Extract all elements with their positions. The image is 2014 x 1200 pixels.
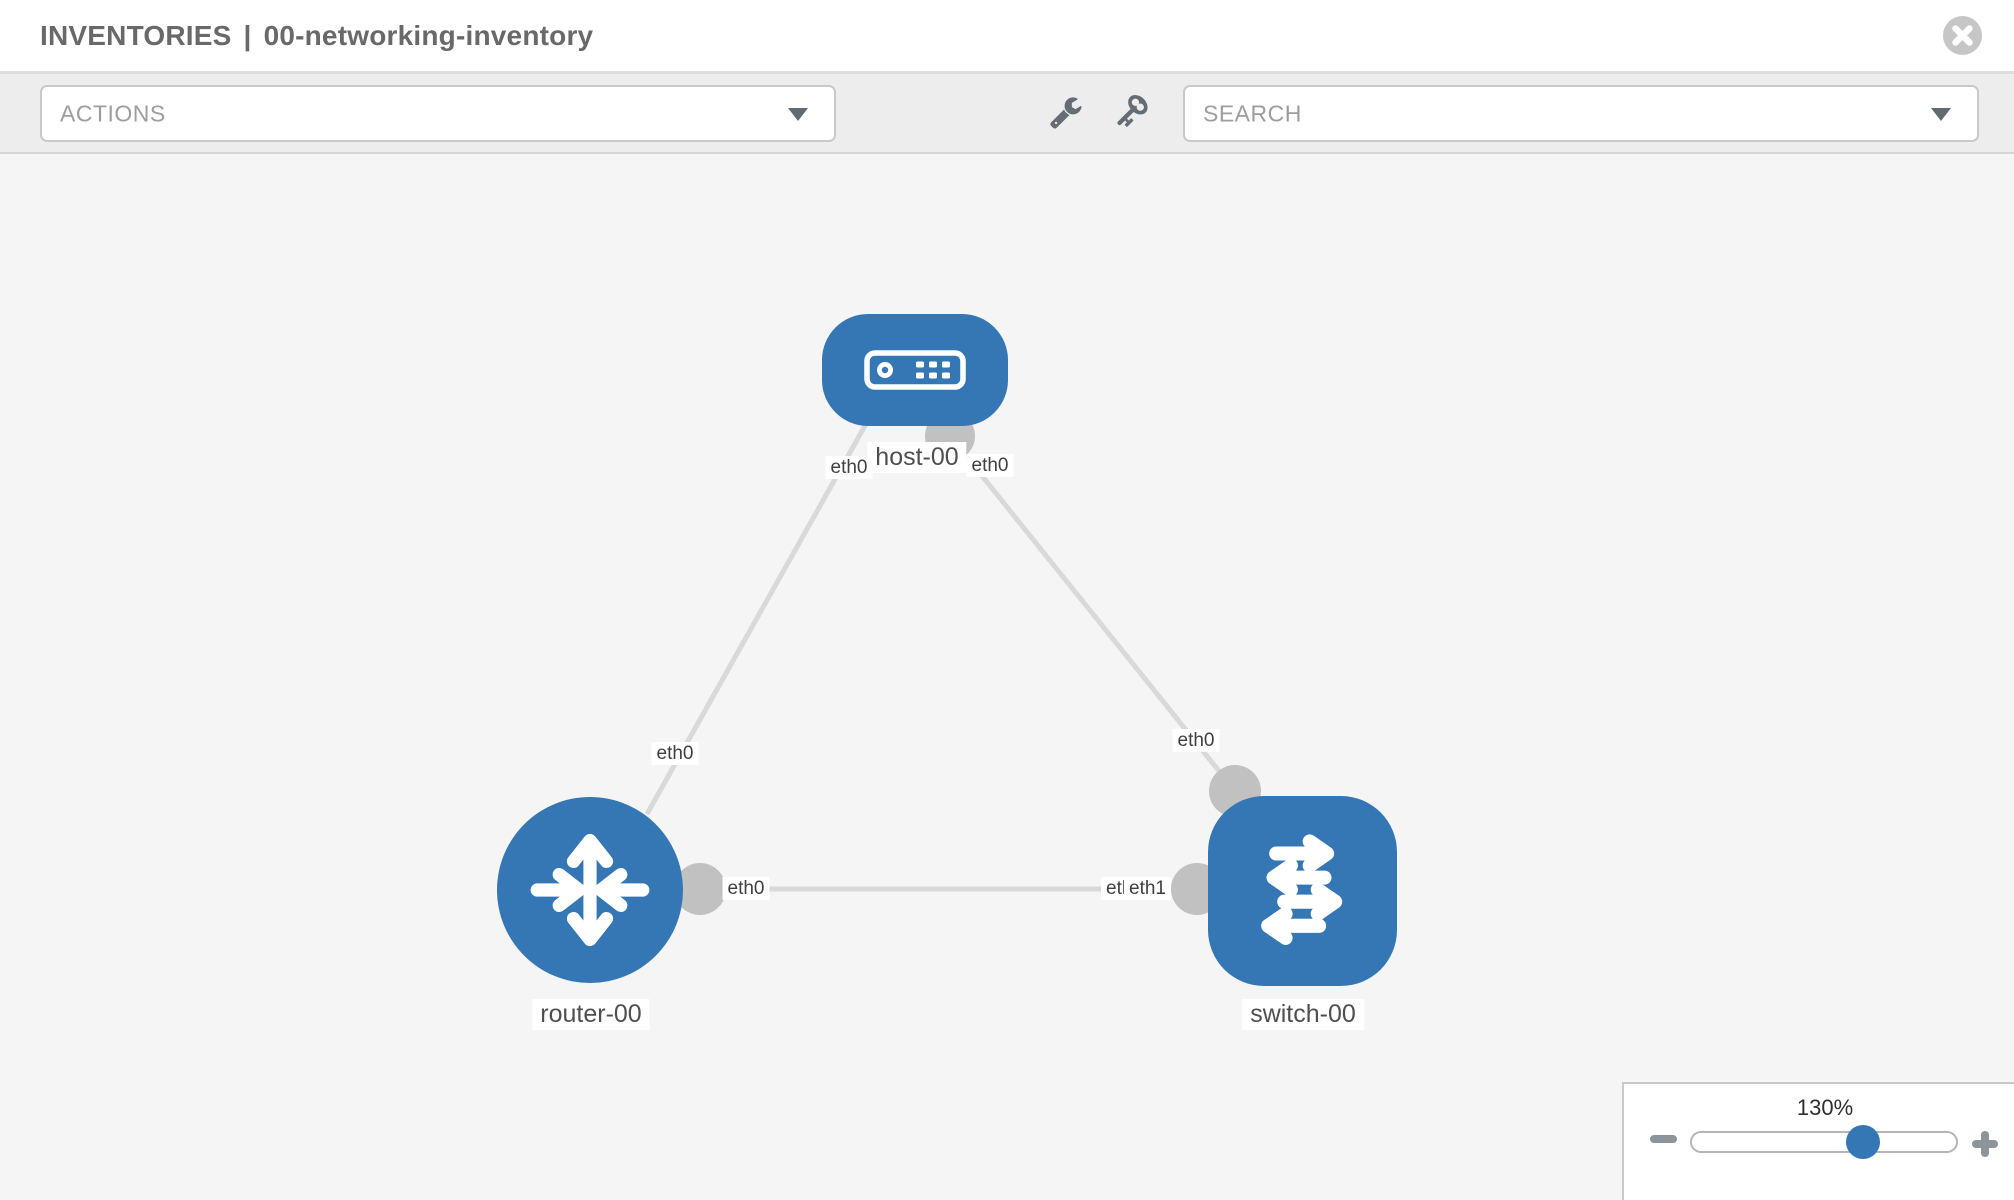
configure-tools-button[interactable]: [1044, 89, 1090, 135]
router-icon: [530, 833, 650, 947]
zoom-slider-thumb[interactable]: [1846, 1125, 1880, 1159]
interface-label-host-eth0-left: eth0: [825, 456, 873, 479]
interface-label-router-eth0-top: eth0: [651, 742, 699, 765]
interface-circle-router-eth0[interactable]: [674, 863, 726, 915]
credentials-button[interactable]: [1110, 89, 1156, 135]
search-dropdown[interactable]: SEARCH: [1183, 85, 1979, 142]
topology-canvas[interactable]: host-00 router-00 switch-00 eth0 eth0 et…: [0, 154, 2014, 1200]
node-label-host: host-00: [867, 442, 967, 473]
node-label-router: router-00: [532, 999, 650, 1030]
node-router-00[interactable]: [497, 797, 683, 983]
zoom-slider-track[interactable]: [1690, 1131, 1958, 1153]
interface-label-router-eth0-right: eth0: [722, 877, 770, 900]
plus-icon-bar: [1981, 1131, 1989, 1157]
inventory-name: 00-networking-inventory: [263, 19, 594, 51]
actions-dropdown[interactable]: ACTIONS: [40, 85, 836, 142]
zoom-control-panel: 130%: [1622, 1082, 2014, 1200]
switch-icon: [1260, 834, 1342, 945]
node-switch-00[interactable]: [1208, 796, 1397, 986]
node-host-00[interactable]: [822, 314, 1008, 426]
close-icon: [1943, 16, 1982, 55]
zoom-percent-label: 130%: [1796, 1095, 1854, 1120]
breadcrumb-section: INVENTORIES: [40, 19, 232, 51]
key-icon: [1117, 95, 1148, 127]
topology-graph: [644, 397, 1261, 915]
wrench-icon: [1050, 97, 1082, 129]
minus-icon[interactable]: [1650, 1135, 1677, 1143]
actions-dropdown-label: ACTIONS: [60, 100, 166, 126]
titlebar: INVENTORIES | 00-networking-inventory: [0, 0, 2014, 74]
chevron-down-icon: [1931, 107, 1951, 121]
breadcrumb-separator: |: [243, 19, 252, 51]
toolbar: ACTIONS SEARCH: [0, 74, 2014, 154]
close-button[interactable]: [1943, 16, 1982, 55]
interface-label-switch-eth1: eth1: [1124, 877, 1171, 900]
node-label-switch: switch-00: [1242, 999, 1364, 1030]
chevron-down-icon: [788, 107, 808, 121]
host-icon: [864, 350, 966, 390]
plus-icon[interactable]: [1971, 1126, 1999, 1162]
search-dropdown-label: SEARCH: [1203, 100, 1302, 126]
interface-label-switch-eth0: eth0: [1172, 729, 1220, 752]
interface-label-host-eth0-right: eth0: [966, 454, 1014, 477]
page-title: INVENTORIES | 00-networking-inventory: [40, 0, 593, 71]
